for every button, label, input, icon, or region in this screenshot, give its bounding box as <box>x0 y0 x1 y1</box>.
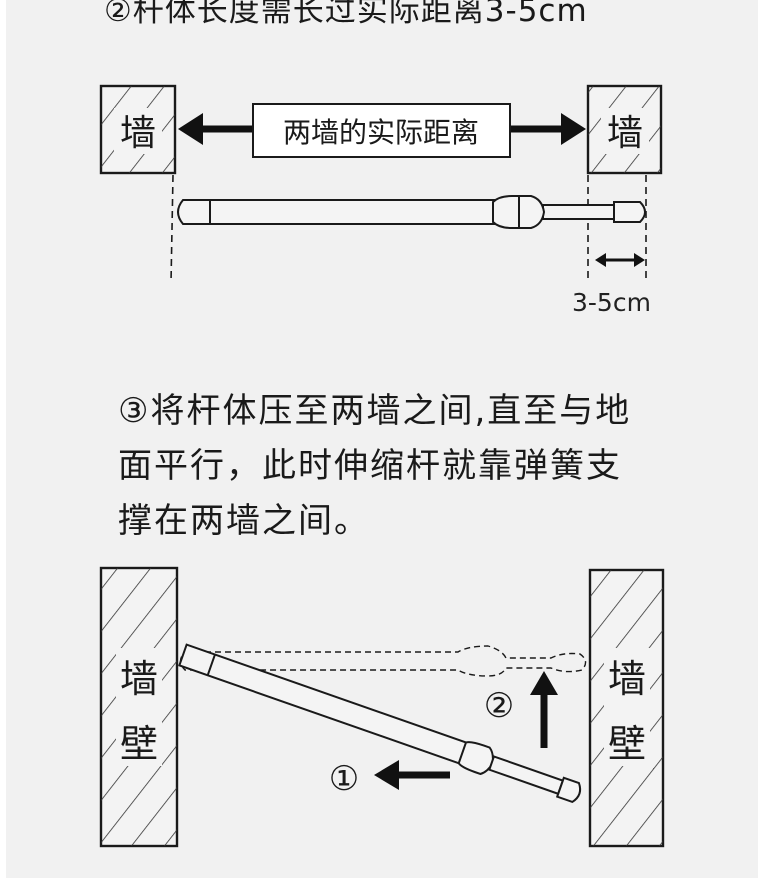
rod-end-cap-line <box>206 654 216 676</box>
rod-inner-tube <box>488 755 565 796</box>
left-wall-top: 墙 <box>99 84 177 175</box>
right-wall-label-bottom: 壁 <box>608 722 646 766</box>
left-wall-bottom: 墙 壁 <box>99 566 179 848</box>
rod-inner-tube <box>542 204 616 220</box>
right-wall-top: 墙 <box>586 84 663 175</box>
left-wall-label-bottom: 壁 <box>120 722 158 766</box>
rod-outer-tube <box>177 199 496 225</box>
step3-instruction-line-2: 面平行，此时伸缩杆就靠弹簧支 <box>118 446 622 486</box>
left-wall-label: 墙 <box>120 113 156 154</box>
step3-instruction-line-3: 撑在两墙之间。 <box>118 501 370 541</box>
distance-label: 两墙的实际距离 <box>283 116 479 149</box>
rod-tip <box>613 201 646 223</box>
distance-arrow <box>178 113 586 145</box>
reference-lines <box>170 174 647 284</box>
lift-up-arrow[interactable] <box>530 671 558 748</box>
action-1-label: ① <box>329 759 359 799</box>
rod-tip <box>555 776 582 804</box>
left-wall-guide <box>170 174 174 284</box>
rod-extended <box>177 195 646 229</box>
step2-caption: ②杆体长度需长过实际距离3-5cm <box>104 0 588 29</box>
rod-tilted <box>178 643 582 804</box>
right-wall-label: 墙 <box>607 113 643 154</box>
rod-outer-tube <box>178 643 470 766</box>
gap-dimension <box>595 253 645 267</box>
left-arrowhead <box>178 113 203 145</box>
left-wall-label-top: 墙 <box>120 657 158 701</box>
push-left-arrow[interactable] <box>374 760 450 790</box>
distance-label-box: 两墙的实际距离 <box>252 103 511 158</box>
gap-label: 3-5cm <box>572 288 651 317</box>
action-2-label: ② <box>484 686 514 726</box>
right-wall-label-top: 墙 <box>608 657 646 701</box>
step3-instruction-line-1: ③将杆体压至两墙之间,直至与地 <box>118 391 632 431</box>
right-arrowhead <box>561 113 586 145</box>
right-wall-bottom: 墙 壁 <box>588 568 665 848</box>
